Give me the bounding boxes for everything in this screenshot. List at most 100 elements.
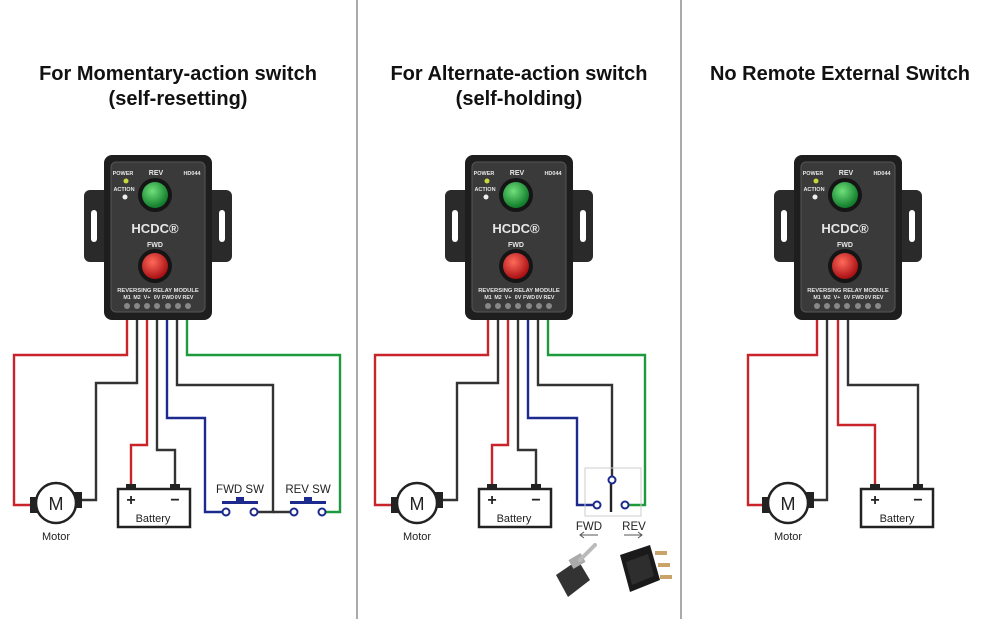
action-label: ACTION [803, 187, 824, 193]
svg-text:0V: 0V [536, 295, 543, 301]
terminals [814, 303, 881, 309]
svg-text:M1: M1 [813, 295, 820, 301]
svg-text:FWD SW: FWD SW [216, 484, 264, 496]
battery: + − Battery [477, 484, 553, 529]
rev-label: REV [839, 170, 854, 177]
svg-text:V+: V+ [834, 295, 841, 301]
rev-label: REV [622, 521, 646, 533]
brand-logo: HCDC® [492, 221, 540, 236]
svg-text:+: + [126, 492, 135, 509]
svg-text:−: − [531, 492, 540, 509]
pin-labels: M1 M2 V+ 0V FWD 0V REV [123, 295, 194, 301]
module-name: REVERSING RELAY MODULE [478, 288, 560, 294]
svg-text:0V: 0V [515, 295, 522, 301]
fwd-button[interactable] [503, 253, 529, 279]
fwd-label: FWD [576, 521, 602, 533]
panel-title: For Alternate-action switch [390, 63, 647, 85]
rev-button[interactable] [142, 182, 168, 208]
relay-module: POWER ACTION REV HD044 HCDC® FWD REVERSI… [445, 155, 593, 320]
action-label: ACTION [113, 187, 134, 193]
wires-panel-2 [373, 320, 647, 507]
battery: + − Battery [859, 484, 935, 529]
model-label: HD044 [873, 171, 891, 177]
svg-text:M2: M2 [823, 295, 830, 301]
rev-button[interactable] [832, 182, 858, 208]
svg-text:+: + [487, 492, 496, 509]
motor: M Motor [391, 481, 443, 543]
svg-text:FWD: FWD [162, 295, 174, 301]
svg-text:−: − [913, 492, 922, 509]
power-led [123, 178, 129, 184]
fwd-label: FWD [147, 242, 163, 249]
svg-text:Battery: Battery [497, 513, 532, 525]
svg-text:0V: 0V [844, 295, 851, 301]
svg-text:Motor: Motor [42, 531, 70, 543]
svg-text:−: − [170, 492, 179, 509]
svg-text:+: + [870, 492, 879, 509]
module-name: REVERSING RELAY MODULE [807, 288, 889, 294]
svg-text:M: M [781, 494, 796, 514]
toggle-switch-icon [556, 543, 597, 597]
svg-text:M1: M1 [123, 295, 130, 301]
svg-text:0V: 0V [175, 295, 182, 301]
power-label: POWER [803, 171, 824, 177]
brand-logo: HCDC® [131, 221, 179, 236]
panel-subtitle: (self-resetting) [109, 88, 248, 110]
rev-button[interactable] [503, 182, 529, 208]
action-led [122, 194, 128, 200]
svg-text:Motor: Motor [403, 531, 431, 543]
motor: M Motor [30, 481, 82, 543]
svg-text:M: M [49, 494, 64, 514]
svg-text:REV: REV [183, 295, 194, 301]
power-led [813, 178, 819, 184]
wires-panel-1 [12, 320, 342, 514]
svg-text:V+: V+ [505, 295, 512, 301]
model-label: HD044 [544, 171, 562, 177]
action-led [483, 194, 489, 200]
motor: M Motor [762, 481, 814, 543]
relay-module: POWER ACTION REV HD044 HCDC® FWD REVERSI… [774, 155, 922, 320]
rocker-switch-icon [620, 545, 672, 592]
fwd-label: FWD [508, 242, 524, 249]
svg-text:M2: M2 [494, 295, 501, 301]
svg-text:REV: REV [544, 295, 555, 301]
svg-text:0V: 0V [865, 295, 872, 301]
svg-text:M: M [410, 494, 425, 514]
action-led [812, 194, 818, 200]
panel-title: For Momentary-action switch [39, 63, 317, 85]
module-name: REVERSING RELAY MODULE [117, 288, 199, 294]
svg-text:M2: M2 [133, 295, 140, 301]
rev-label: REV [510, 170, 525, 177]
panel-subtitle: (self-holding) [456, 88, 583, 110]
power-led [484, 178, 490, 184]
svg-text:Battery: Battery [880, 513, 915, 525]
svg-text:REV SW: REV SW [285, 484, 331, 496]
fwd-switch: FWD SW [216, 484, 264, 517]
svg-text:0V: 0V [154, 295, 161, 301]
power-label: POWER [113, 171, 134, 177]
svg-text:REV: REV [873, 295, 884, 301]
fwd-button[interactable] [832, 253, 858, 279]
svg-text:FWD: FWD [523, 295, 535, 301]
terminals [485, 303, 552, 309]
pin-labels: M1 M2 V+ 0V FWD 0V REV [813, 295, 884, 301]
rev-label: REV [149, 170, 164, 177]
svg-text:M1: M1 [484, 295, 491, 301]
rev-switch: REV SW [285, 484, 331, 517]
svg-text:V+: V+ [144, 295, 151, 301]
svg-text:FWD: FWD [852, 295, 864, 301]
battery: + − Battery [116, 484, 192, 529]
terminals [124, 303, 191, 309]
model-label: HD044 [183, 171, 201, 177]
action-label: ACTION [474, 187, 495, 193]
fwd-label: FWD [837, 242, 853, 249]
spdt-switch: FWD REV [576, 467, 646, 539]
panel-title: No Remote External Switch [710, 63, 970, 85]
brand-logo: HCDC® [821, 221, 869, 236]
fwd-button[interactable] [142, 253, 168, 279]
svg-text:Motor: Motor [774, 531, 802, 543]
pin-labels: M1 M2 V+ 0V FWD 0V REV [484, 295, 555, 301]
relay-module: POWER ACTION REV HD044 HCDC® FWD REVERSI… [84, 155, 232, 320]
svg-text:Battery: Battery [136, 513, 171, 525]
